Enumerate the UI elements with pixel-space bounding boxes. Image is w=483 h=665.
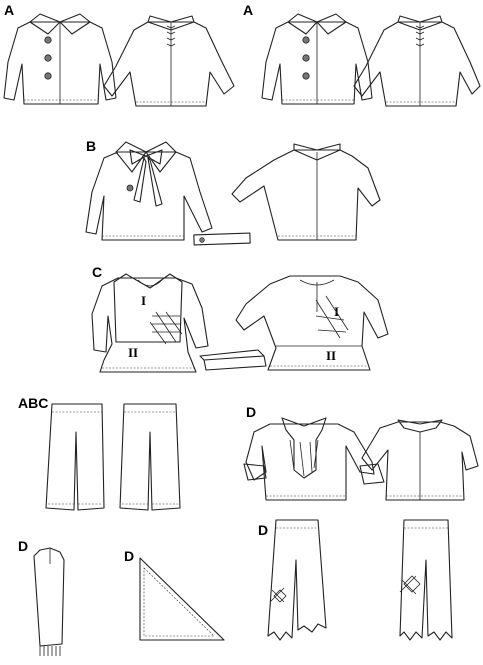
view-label-c: C bbox=[92, 264, 103, 280]
belt-b bbox=[193, 232, 251, 246]
blouse-b-back-gray bbox=[231, 143, 381, 241]
button-icon bbox=[44, 54, 52, 62]
blouse-d-back-gray bbox=[361, 419, 479, 501]
blouse-a2-back-gray bbox=[353, 15, 481, 107]
panel-label: I bbox=[334, 304, 339, 319]
view-label-a-right: A bbox=[243, 2, 254, 18]
top-c-front: I II bbox=[91, 273, 209, 373]
button-icon bbox=[199, 237, 205, 243]
panel-label: II bbox=[326, 348, 336, 363]
blouse-b-front-white bbox=[85, 141, 213, 241]
top-c-back-gray: I II bbox=[235, 275, 389, 371]
blouse-d-front-white bbox=[243, 417, 385, 501]
blouse-a-front-white bbox=[3, 13, 117, 105]
button-icon bbox=[44, 36, 52, 44]
blouse-a-back-gray bbox=[103, 15, 235, 107]
panel-label: I bbox=[141, 293, 146, 308]
button-icon bbox=[126, 184, 134, 192]
pants-d-gray bbox=[399, 519, 453, 641]
view-label-d-top: D bbox=[246, 404, 257, 420]
view-label-b: B bbox=[86, 138, 97, 154]
button-icon bbox=[302, 36, 310, 44]
view-label-abc: ABC bbox=[18, 395, 49, 411]
belt-c bbox=[199, 349, 267, 371]
pants-abc-white bbox=[45, 403, 105, 511]
view-label-d-pants: D bbox=[258, 522, 269, 538]
view-label-d-triangle: D bbox=[124, 548, 135, 564]
panel-label: II bbox=[128, 345, 138, 360]
button-icon bbox=[302, 54, 310, 62]
button-icon bbox=[302, 72, 310, 80]
pants-abc-gray bbox=[119, 403, 181, 511]
view-label-d-scarf: D bbox=[18, 538, 29, 554]
button-icon bbox=[44, 72, 52, 80]
pants-d-white bbox=[267, 519, 327, 641]
blouse-a2-front-white bbox=[261, 13, 373, 105]
scarf-d bbox=[33, 547, 65, 656]
view-label-a-left: A bbox=[4, 2, 15, 18]
kerchief-d bbox=[139, 557, 225, 641]
